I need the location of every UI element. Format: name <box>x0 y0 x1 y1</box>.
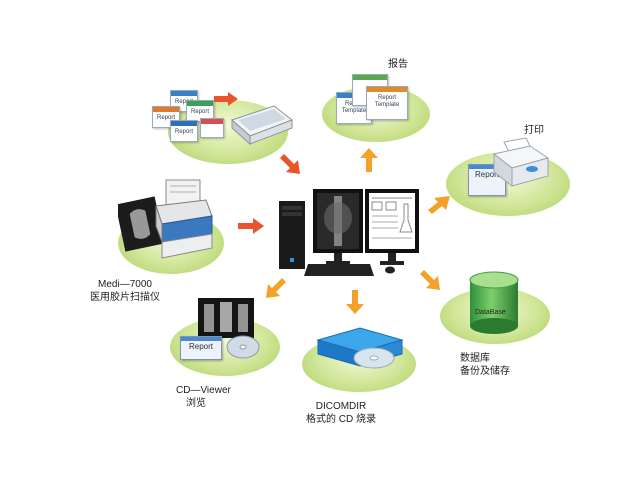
report-template-icon: Report Template <box>366 86 408 120</box>
arrow-down-left-icon <box>266 278 286 298</box>
print-label: 打印 <box>524 125 544 136</box>
cd-burn-label: DICOMDIR 格式的 CD 烧录 <box>306 400 376 426</box>
database-label: 数据库 备份及储存 <box>460 352 510 378</box>
xray-film-icon <box>118 196 165 252</box>
cd-viewer-label: CD—Viewer 浏览 <box>176 384 231 410</box>
cd-viewer-label-line1: CD—Viewer <box>176 385 231 396</box>
cd-burner-icon <box>316 327 404 369</box>
mouse-icon <box>385 266 395 274</box>
cd-viewer-label-line2: 浏览 <box>186 398 206 409</box>
cd-burn-label-line1: DICOMDIR <box>315 401 367 412</box>
report-monitor-icon <box>365 189 419 265</box>
cd-disc-icon <box>226 335 260 359</box>
keyboard-icon <box>304 264 374 276</box>
film-scanner-label: Medi—7000 医用胶片扫描仪 <box>90 278 160 304</box>
database-label-line2: 备份及储存 <box>460 366 510 377</box>
arrow-up-right-icon <box>428 196 450 214</box>
arrow-up-icon <box>360 148 378 172</box>
cd-viewer-report-icon: Report <box>180 336 222 360</box>
arrow-down-right-icon <box>280 154 300 174</box>
database-cylinder-icon <box>469 271 519 334</box>
arrow-right-icon <box>238 218 264 234</box>
xray-strip-icon <box>198 298 254 338</box>
film-scanner-desc: 医用胶片扫描仪 <box>90 292 160 303</box>
pc-tower-icon <box>279 201 305 269</box>
database-label-line1: 数据库 <box>460 353 490 364</box>
film-scanner-icon <box>155 179 213 259</box>
film-scanner-model: Medi—7000 <box>98 279 152 290</box>
arrow-down-icon <box>346 290 364 314</box>
document-icon: Report <box>170 120 198 142</box>
printer-icon <box>492 137 550 188</box>
document-icon <box>200 118 224 138</box>
database-cylinder-label: DataBase <box>475 309 506 316</box>
cd-burn-label-line2: 格式的 CD 烧录 <box>306 414 376 425</box>
xray-monitor-icon <box>313 189 363 265</box>
report-label: 报告 <box>388 59 408 70</box>
arrow-to-scanner-icon <box>214 92 238 106</box>
arrow-down-right-db-icon <box>420 270 440 290</box>
flatbed-scanner-icon <box>231 105 294 146</box>
